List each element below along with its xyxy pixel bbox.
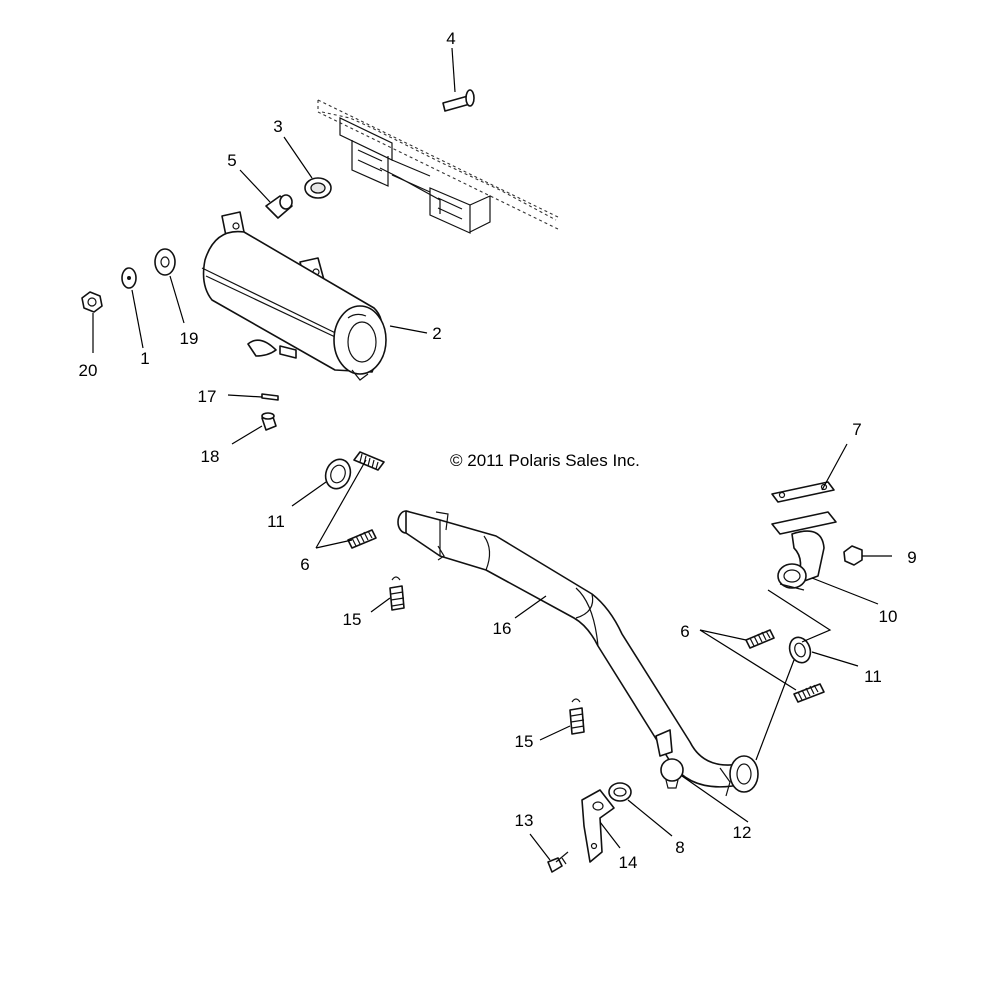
callout-6-left: 6 [300, 555, 309, 574]
grommet-part-3[interactable] [304, 177, 332, 199]
callout-labels: 4 3 5 2 19 1 20 17 18 © 2011 Polaris Sal… [79, 29, 917, 872]
muffler-part-2[interactable] [201, 211, 387, 381]
copyright-text: © 2011 Polaris Sales Inc. [450, 451, 640, 470]
callout-19: 19 [180, 329, 199, 348]
pin-part-17[interactable] [261, 393, 279, 401]
screw-part-13[interactable] [547, 851, 569, 873]
bushing-part-5[interactable] [265, 194, 293, 219]
callout-2: 2 [432, 324, 441, 343]
callout-14: 14 [619, 853, 638, 872]
gasket-part-11-right[interactable] [786, 634, 814, 665]
plug-part-12[interactable] [660, 758, 684, 789]
plug-part-18[interactable] [261, 412, 277, 431]
callout-4: 4 [446, 29, 455, 48]
bracket-part-14[interactable] [581, 789, 615, 863]
elbow-part-10[interactable] [771, 511, 837, 591]
callout-10: 10 [879, 607, 898, 626]
leader-lines [92, 47, 892, 861]
callout-7: 7 [852, 420, 861, 439]
callout-18: 18 [201, 447, 220, 466]
callout-1: 1 [140, 349, 149, 368]
washer-part-1[interactable] [121, 267, 137, 289]
gasket-part-7[interactable] [771, 481, 835, 503]
frame-section [317, 99, 561, 234]
callout-12: 12 [733, 823, 752, 842]
spring-part-6-upper[interactable] [353, 451, 385, 471]
gasket-part-11-left[interactable] [322, 456, 355, 492]
nut-part-20[interactable] [81, 291, 103, 313]
spring-part-6-right-upper[interactable] [745, 629, 775, 649]
washer-part-8[interactable] [608, 782, 632, 802]
nut-part-9[interactable] [843, 545, 863, 566]
callout-13: 13 [515, 811, 534, 830]
callout-17: 17 [198, 387, 217, 406]
head-pipe-part-16[interactable] [397, 510, 759, 797]
washer-part-19[interactable] [154, 248, 176, 276]
callout-11-right: 11 [864, 667, 882, 686]
callout-11-left: 11 [267, 512, 285, 531]
callout-3: 3 [273, 117, 282, 136]
callout-9: 9 [907, 548, 916, 567]
spring-part-15-bottom[interactable] [569, 698, 585, 735]
spring-part-15-left[interactable] [389, 576, 405, 611]
bolt-part-4[interactable] [442, 89, 475, 112]
callout-15-left: 15 [343, 610, 362, 629]
spring-part-6-right-lower[interactable] [793, 683, 825, 703]
callout-5: 5 [227, 151, 236, 170]
callout-8: 8 [675, 838, 684, 857]
callout-6-right: 6 [680, 622, 689, 641]
spring-part-6-lower[interactable] [347, 529, 377, 549]
callout-15-bottom: 15 [515, 732, 534, 751]
callout-16: 16 [493, 619, 512, 638]
callout-20: 20 [79, 361, 98, 380]
